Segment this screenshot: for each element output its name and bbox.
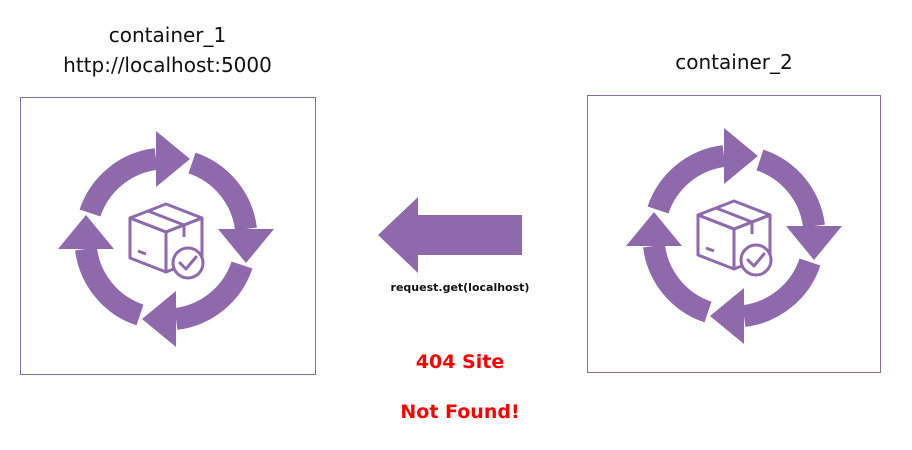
container-1-name: container_1 (108, 23, 227, 47)
error-message: 404 Site Not Found! (340, 325, 580, 450)
cycle-box-check-icon (58, 131, 274, 347)
container-2-label: container_2 (587, 47, 881, 77)
check-circle-icon (171, 246, 205, 280)
request-arrow-left-icon (378, 197, 522, 273)
container-2-box (587, 95, 881, 373)
cycle-box-check-icon (626, 128, 842, 344)
error-line-2: Not Found! (400, 401, 520, 423)
package-icon (696, 199, 772, 271)
request-label: request.get(localhost) (390, 281, 530, 294)
check-circle-icon (739, 243, 773, 277)
container-2-name: container_2 (675, 50, 793, 74)
cycle-arrows (643, 145, 825, 327)
container-1-url: http://localhost:5000 (63, 53, 272, 77)
container-1-label: container_1 http://localhost:5000 (20, 20, 315, 80)
container-1-box (20, 97, 316, 375)
error-line-1: 404 Site (415, 351, 505, 373)
package-icon (128, 202, 204, 274)
cycle-arrows (75, 148, 257, 330)
